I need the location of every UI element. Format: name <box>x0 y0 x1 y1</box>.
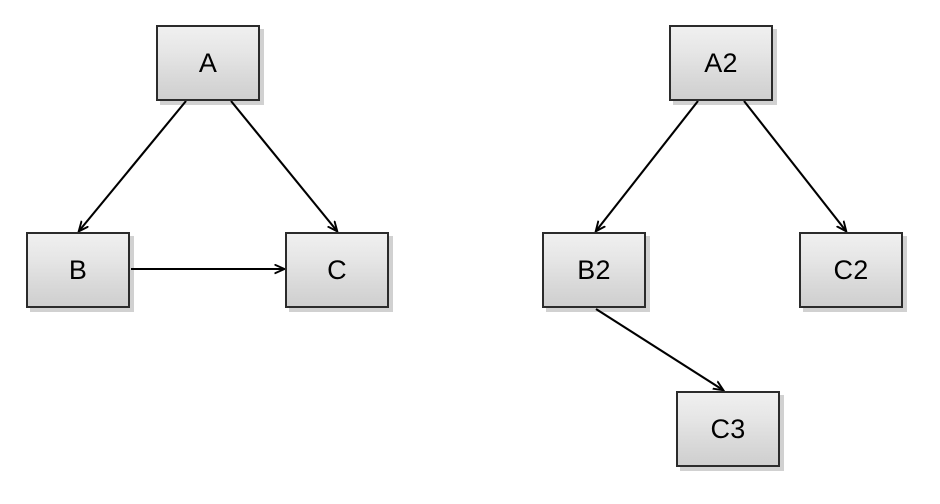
node-b2[interactable]: B2 <box>542 232 646 308</box>
edge-a-to-c <box>230 100 337 231</box>
node-b[interactable]: B <box>26 232 130 308</box>
node-label-c: C <box>327 254 347 285</box>
edge-b2-to-c3 <box>595 308 723 390</box>
node-c[interactable]: C <box>285 232 389 308</box>
edge-a-to-b <box>79 100 187 231</box>
edge-a2-to-b2 <box>596 100 699 231</box>
node-c3[interactable]: C3 <box>676 391 780 467</box>
edge-a2-to-c2 <box>743 100 846 231</box>
node-label-a: A <box>198 47 218 78</box>
node-a[interactable]: A <box>156 25 260 101</box>
node-label-a2: A2 <box>704 47 738 78</box>
node-a2[interactable]: A2 <box>669 25 773 101</box>
node-label-b: B <box>68 254 88 285</box>
node-label-c2: C2 <box>833 254 869 285</box>
node-label-c3: C3 <box>710 413 746 444</box>
node-c2[interactable]: C2 <box>799 232 903 308</box>
node-label-b2: B2 <box>577 254 611 285</box>
